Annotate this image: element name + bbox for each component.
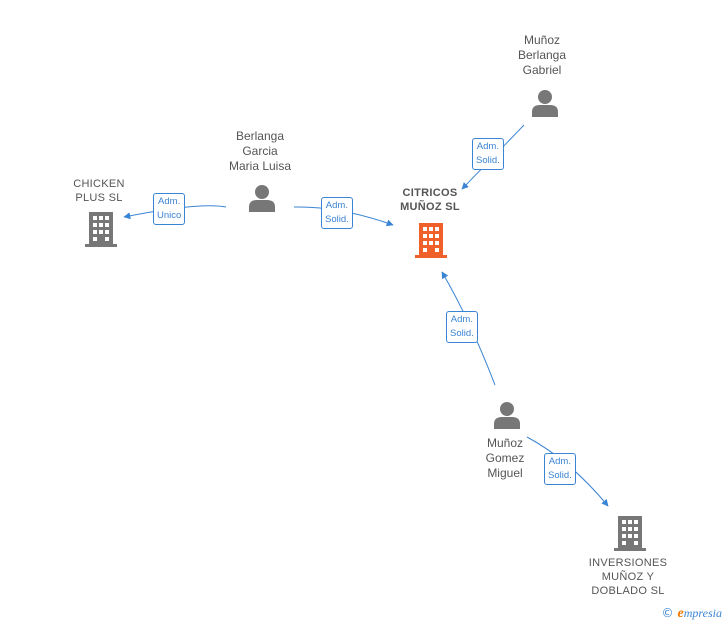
label-line: Maria Luisa xyxy=(228,159,292,173)
brand-name: mpresia xyxy=(683,606,722,620)
label-line: Berlanga xyxy=(235,129,285,143)
edge-label-munozb-citricos[interactable]: Adm. Solid. xyxy=(472,138,504,170)
building-icon[interactable] xyxy=(84,210,118,247)
edge-berlanga-chicken xyxy=(123,205,227,220)
edge-label-berlanga-chicken[interactable]: Adm. Unico xyxy=(153,193,186,225)
edge-label-line: Adm. xyxy=(158,196,181,207)
label-line: MUÑOZ Y xyxy=(601,571,655,583)
label-line: INVERSIONES xyxy=(588,557,668,569)
node-label-munoz-berlanga[interactable]: Muñoz Berlanga Gabriel xyxy=(518,33,566,78)
label-line: Gabriel xyxy=(522,63,562,77)
edge-label-line: Adm. xyxy=(548,456,571,467)
empresia-logo: ©empresia xyxy=(662,606,722,622)
label-line: Muñoz xyxy=(523,33,561,47)
brand-initial: e xyxy=(677,606,684,621)
edge-label-berlanga-citricos[interactable]: Adm. Solid. xyxy=(321,197,353,229)
label-line: Muñoz xyxy=(486,436,524,450)
label-line: CITRICOS xyxy=(402,187,458,199)
person-icon[interactable] xyxy=(492,400,522,430)
building-icon[interactable] xyxy=(613,514,647,551)
edge-label-line: Solid. xyxy=(476,155,500,166)
edge-label-line: Adm. xyxy=(476,141,499,152)
person-icon[interactable] xyxy=(530,88,560,118)
edge-label-line: Solid. xyxy=(325,214,349,225)
edge-label-line: Adm. xyxy=(325,200,348,211)
label-line: DOBLADO SL xyxy=(591,585,665,597)
node-label-inversiones[interactable]: INVERSIONES MUÑOZ Y DOBLADO SL xyxy=(589,556,668,598)
label-line: Berlanga xyxy=(517,48,567,62)
copyright-symbol: © xyxy=(661,606,674,620)
label-line: Miguel xyxy=(487,466,523,480)
building-icon[interactable] xyxy=(414,221,448,258)
edge-label-line: Solid. xyxy=(548,470,572,481)
node-label-citricos[interactable]: CITRICOS MUÑOZ SL xyxy=(400,186,460,214)
edge-label-line: Adm. xyxy=(450,314,473,325)
person-icon[interactable] xyxy=(247,183,277,213)
label-line: CHICKEN xyxy=(73,178,125,190)
label-line: MUÑOZ SL xyxy=(400,201,460,213)
node-label-chicken[interactable]: CHICKEN PLUS SL xyxy=(73,177,125,205)
edge-label-munozg-inversiones[interactable]: Adm. Solid. xyxy=(544,453,576,485)
edge-label-munozg-citricos[interactable]: Adm. Solid. xyxy=(446,311,478,343)
edge-label-line: Solid. xyxy=(450,328,474,339)
label-line: Gomez xyxy=(485,451,525,465)
node-label-munoz-gomez[interactable]: Muñoz Gomez Miguel xyxy=(486,436,525,481)
label-line: Garcia xyxy=(242,144,278,158)
edge-label-line: Unico xyxy=(157,210,182,221)
node-label-berlanga[interactable]: Berlanga Garcia Maria Luisa xyxy=(229,129,291,174)
label-line: PLUS SL xyxy=(75,192,123,204)
